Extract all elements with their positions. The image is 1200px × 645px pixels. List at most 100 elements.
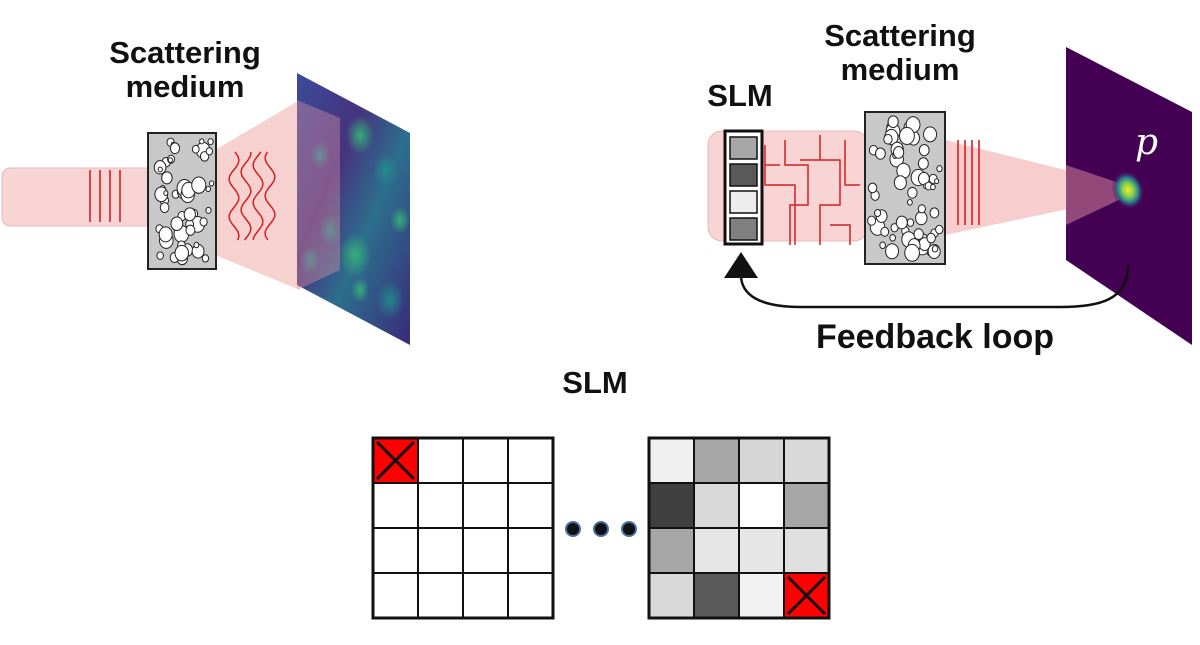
- bottom-slm-label: SLM: [562, 365, 628, 400]
- scatterer-particle: [926, 232, 936, 244]
- slm-pixel: [783, 437, 830, 484]
- scatterer-particle: [193, 241, 200, 249]
- slm-pixel: [648, 482, 695, 529]
- left-setup: [1, 73, 410, 345]
- scatterer-particle: [867, 215, 877, 226]
- scatterer-particle: [936, 165, 943, 173]
- scatterer-particle: [205, 185, 211, 193]
- slm-pixel: [738, 437, 785, 484]
- scatterer-particle: [930, 183, 936, 191]
- scatterer-particle: [883, 133, 893, 145]
- slm-pixel: [738, 527, 785, 574]
- slm-pixel: [507, 482, 554, 529]
- scatterer-particles-left: [153, 137, 215, 266]
- scatterer-particles-right: [867, 115, 944, 262]
- scatterer-particle: [892, 146, 905, 159]
- right-setup: [707, 47, 1192, 345]
- slm-grid-initial: [371, 436, 555, 620]
- slm-pixel: [372, 527, 419, 574]
- incident-beam: [1, 167, 163, 227]
- ellipsis-dot: [593, 521, 609, 537]
- scatterer-particle: [885, 243, 900, 260]
- ellipsis-dots: [565, 521, 637, 537]
- scatterer-particle: [879, 241, 886, 250]
- scatterer-particle: [201, 254, 210, 263]
- cone-overlay: [297, 100, 340, 290]
- scatterer-particle: [913, 228, 924, 240]
- scatterer-particle: [887, 115, 899, 129]
- scatterer-particle: [191, 144, 200, 154]
- slm-pixel: [783, 527, 830, 574]
- slm-pixel: [417, 437, 464, 484]
- scatterer-particle: [906, 199, 913, 206]
- scatterer-particle: [934, 178, 940, 185]
- output-wavefronts: [957, 140, 980, 225]
- scatterer-particle: [874, 209, 882, 218]
- scatterer-particle: [185, 224, 196, 236]
- scatterer-particle: [161, 171, 173, 185]
- speckle-grain: [310, 141, 330, 169]
- left-medium-label: Scattering medium: [70, 36, 300, 104]
- left-medium-label-line1: Scattering: [109, 35, 261, 70]
- scatterer-particle: [867, 182, 878, 194]
- ellipsis-dot: [621, 521, 637, 537]
- mark-cross-line: [786, 575, 827, 616]
- plane-wavefronts: [89, 170, 121, 222]
- distorted-wavefronts: [228, 151, 276, 241]
- focus-spot: [1111, 170, 1145, 210]
- scatterer-particle: [199, 138, 205, 145]
- slm-pixel: [738, 572, 785, 619]
- speckle-grain: [300, 246, 320, 274]
- speckle-grain: [346, 115, 374, 155]
- scatterer-particle: [207, 138, 214, 146]
- scatterer-particle: [918, 144, 930, 157]
- scatterer-particle: [174, 244, 190, 262]
- slm-pixel: [417, 527, 464, 574]
- feedback-arrowhead: [724, 252, 758, 278]
- grid-border: [371, 436, 555, 620]
- speckle-pattern: [300, 115, 410, 320]
- scatterer-particle: [191, 176, 207, 194]
- left-medium-label-line2: medium: [125, 69, 245, 104]
- scatterer-particle: [208, 180, 215, 187]
- mark-cross-line: [375, 440, 416, 481]
- scatterer-particle: [931, 245, 939, 253]
- slm-pixel: [417, 482, 464, 529]
- scatterer-particle: [895, 215, 908, 230]
- speckle-grain: [319, 214, 341, 246]
- speckle-grain: [351, 277, 369, 303]
- right-slm-label: SLM: [707, 78, 773, 113]
- scatterer-particle: [907, 186, 918, 199]
- scatterer-particle: [923, 126, 938, 143]
- scatterer-particle: [904, 243, 920, 262]
- scatterer-particle: [199, 217, 208, 227]
- speckle-grain: [376, 280, 404, 320]
- scatterer-particle: [915, 211, 928, 226]
- scatterer-particle: [158, 226, 173, 243]
- slm-pixel: [648, 527, 695, 574]
- scatterer-particle: [167, 157, 173, 164]
- slm-pixel: [507, 437, 554, 484]
- slm-pixel: [462, 527, 509, 574]
- slm-column: [723, 129, 764, 246]
- slm-pixel: [693, 482, 740, 529]
- slm-pixel: [462, 482, 509, 529]
- slm-grids: [371, 436, 831, 620]
- slm-pixel: [372, 482, 419, 529]
- slm-pixel: [693, 527, 740, 574]
- slm-pixel: [648, 437, 695, 484]
- feedback-loop-arrow: [739, 264, 1130, 309]
- scatterer-particle: [159, 202, 170, 213]
- slm-pixel: [462, 572, 509, 619]
- slm-pixel: [783, 482, 830, 529]
- scatterer-particle: [169, 142, 181, 155]
- scatterer-particle: [929, 207, 940, 219]
- speckle-screen: [297, 73, 410, 345]
- target-point-label: p: [1135, 122, 1159, 163]
- cone-overlay-right: [1066, 165, 1125, 225]
- right-medium-label-line1: Scattering: [824, 18, 976, 53]
- scatterer-particle: [205, 147, 214, 156]
- scatterer-particle: [917, 204, 926, 214]
- slm-pixel: [693, 572, 740, 619]
